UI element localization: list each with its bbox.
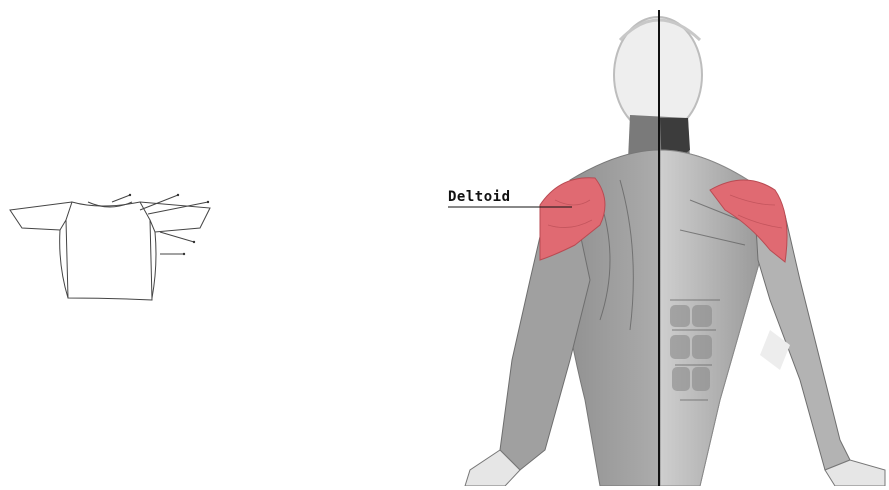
muscle-anatomy-figure (440, 0, 889, 486)
tshirt-sketch (0, 180, 230, 310)
anatomy-figure (440, 0, 889, 486)
deltoid-label: Deltoid (448, 189, 511, 205)
tshirt-sketch-icon (0, 180, 230, 310)
